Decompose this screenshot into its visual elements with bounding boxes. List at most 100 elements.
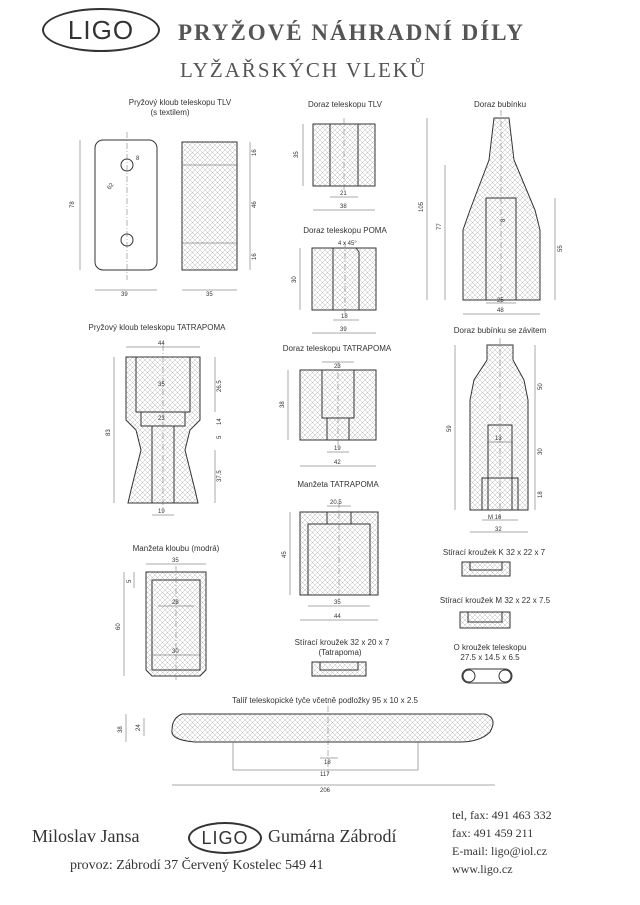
dim-label: 14 [217, 418, 223, 425]
part-title: Manžeta TATRAPOMA [297, 480, 379, 489]
dim-label: 25 [497, 298, 504, 304]
dim-label: 28 [172, 600, 179, 606]
part-title: O kroužek teleskopu [453, 643, 527, 652]
dim-label: 105 [419, 201, 425, 212]
dim-label: 77 [437, 223, 443, 230]
drawing-manzeta-tatrapoma: 20.5 45 35 44 [282, 500, 379, 621]
ligo-logo: LIGO [188, 822, 262, 854]
dim-label: 55 [558, 245, 564, 252]
drawing-talir: 38 24 18 117 206 [118, 706, 495, 794]
drawing-stiraci-krouzek-k [461, 561, 511, 577]
footer-web: www.ligo.cz [452, 862, 513, 876]
dim-label: 35 [294, 151, 300, 158]
drawing-kloub-tlv: 78 39 35 16 46 16 8 62 [70, 132, 258, 298]
dim-label: 4 x 45° [338, 241, 357, 247]
dim-label: 16 [252, 149, 258, 156]
dim-label: 30 [172, 649, 179, 655]
dim-label: 83 [106, 429, 112, 436]
dim-label: 35 [206, 292, 213, 298]
dim-label: 60 [116, 623, 122, 630]
drawing-o-krouzek [461, 668, 513, 684]
dim-label: 46 [252, 201, 258, 208]
dim-label: 42 [334, 460, 341, 466]
dim-label: 8 [136, 156, 140, 162]
dim-label: 19 [334, 446, 341, 452]
page-title: PRYŽOVÉ NÁHRADNÍ DÍLY [178, 20, 526, 45]
part-title: Pryžový kloub teleskopu TATRAPOMA [88, 323, 226, 332]
dim-label: 44 [334, 614, 341, 620]
dim-label: 35 [334, 600, 341, 606]
dim-label: 39 [121, 292, 128, 298]
footer-email: E-mail: ligo@iol.cz [452, 844, 548, 858]
drawing-kloub-tatrapoma: 44 35 23 26.5 14 5 83 37.5 19 [106, 341, 223, 516]
dim-label: 23 [334, 364, 341, 370]
drawing-manzeta-kloubu: 35 5 28 60 30 [116, 558, 207, 680]
dim-label: 44 [158, 341, 165, 347]
drawing-doraz-poma: 4 x 45° 30 18 39 [292, 241, 377, 334]
part-title: Doraz teleskopu TATRAPOMA [282, 344, 392, 353]
drawing-doraz-bubinku: 105 77 55 8 25 48 [419, 110, 564, 315]
dim-label: 59 [447, 425, 453, 432]
part-title: Stírací kroužek K 32 x 22 x 7 [442, 548, 546, 557]
dim-label: 37.5 [217, 470, 223, 482]
dim-label: 35 [158, 382, 165, 388]
footer-company: Gumárna Zábrodí [268, 826, 397, 846]
dim-label: 23 [158, 416, 165, 422]
drawing-doraz-tatrapoma: 23 38 19 42 [280, 361, 377, 467]
dim-label: 30 [538, 448, 544, 455]
dim-label: 117 [320, 772, 330, 778]
dim-label: 38 [118, 726, 124, 733]
dim-label: 30 [292, 276, 298, 283]
ligo-logo: LIGO [42, 8, 160, 52]
footer-name: Miloslav Jansa [32, 826, 140, 846]
dim-label: 45 [282, 551, 288, 558]
dim-label: 48 [497, 308, 504, 314]
dim-label: 5 [217, 435, 223, 439]
footer-address: provoz: Zábrodí 37 Červený Kostelec 549 … [70, 858, 324, 873]
part-title: Doraz bubínku se závitem [453, 326, 547, 335]
part-title: Doraz teleskopu POMA [303, 226, 387, 235]
part-title: Stírací kroužek 32 x 20 x 7 [294, 638, 390, 647]
part-subtitle: 27.5 x 14.5 x 6.5 [460, 653, 520, 662]
dim-label: 39 [340, 327, 347, 333]
part-subtitle: (s textilem) [150, 108, 190, 117]
dim-label: 62 [107, 182, 116, 191]
dim-label: 5 [127, 579, 133, 583]
drawing-stiraci-krouzek-tatrapoma [311, 661, 367, 677]
dim-label: 206 [320, 788, 331, 794]
drawing-stiraci-krouzek-m [459, 611, 511, 629]
dim-label: 18 [341, 314, 348, 320]
dim-label: 24 [136, 724, 142, 731]
dim-label: 38 [280, 401, 286, 408]
dim-label: 35 [172, 558, 179, 564]
dim-label: 50 [538, 383, 544, 390]
dim-label: 16 [252, 253, 258, 260]
part-title: Doraz bubínku [473, 100, 527, 109]
footer-phone: tel, fax: 491 463 332 [452, 808, 552, 822]
dim-label: 26.5 [217, 380, 223, 392]
drawing-doraz-bubinku-zavit: 50 13 30 18 59 M 16 32 [447, 338, 544, 533]
part-title: Talíř teleskopické tyče včetně podložky … [232, 696, 418, 705]
logo-text: LIGO [67, 14, 135, 45]
dim-label: 19 [158, 509, 165, 515]
dim-label: 20.5 [330, 500, 342, 506]
part-title: Doraz teleskopu TLV [308, 100, 382, 109]
dim-label: 21 [340, 191, 347, 197]
dim-label: M 16 [488, 515, 502, 521]
footer-fax: fax: 491 459 211 [452, 826, 534, 840]
part-title: Manžeta kloubu (modrá) [132, 544, 220, 553]
dim-label: 78 [70, 201, 76, 208]
part-title: Pryžový kloub teleskopu TLV [128, 98, 232, 107]
dim-label: 13 [495, 436, 502, 442]
dim-label: 18 [324, 760, 331, 766]
dim-label: 32 [495, 527, 502, 533]
dim-label: 8 [501, 218, 507, 222]
page-subtitle: LYŽAŘSKÝCH VLEKŮ [180, 58, 428, 82]
part-title: Stírací kroužek M 32 x 22 x 7.5 [439, 596, 551, 605]
logo-text: LIGO [201, 827, 249, 848]
part-subtitle: (Tatrapoma) [318, 648, 362, 657]
drawing-doraz-tlv: 35 21 38 [294, 118, 376, 211]
dim-label: 38 [340, 204, 347, 210]
dim-label: 18 [538, 491, 544, 498]
